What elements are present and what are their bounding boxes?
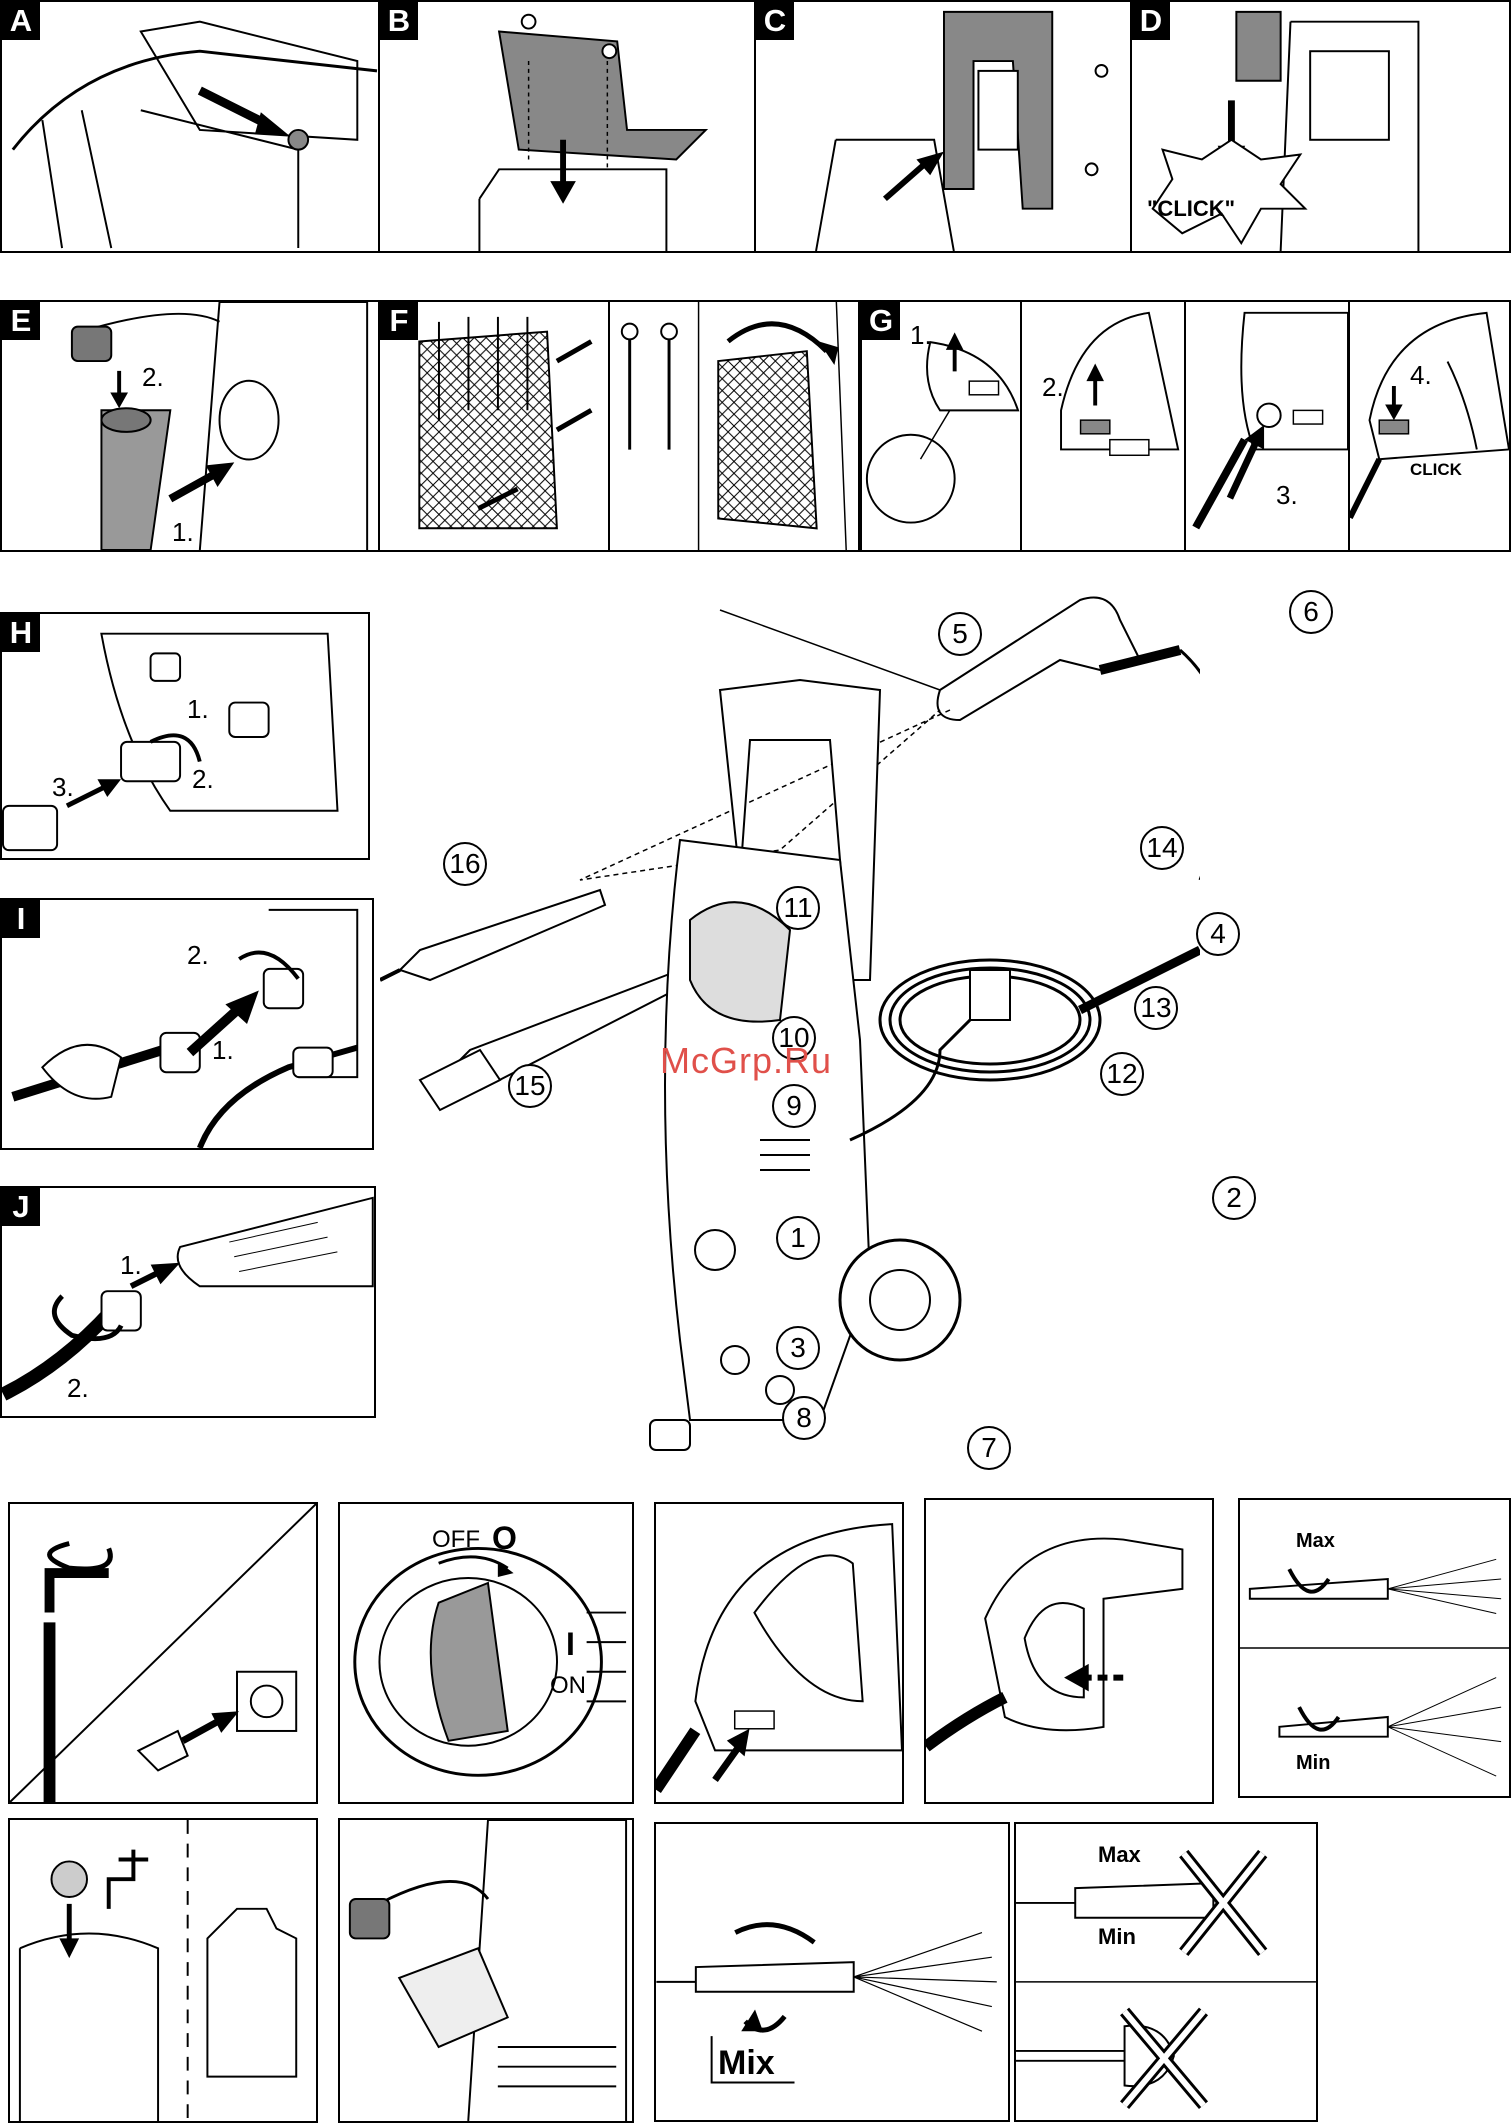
callout-16: 16 bbox=[443, 842, 487, 886]
panel-j-illustration bbox=[2, 1196, 374, 1401]
main-exploded-diagram bbox=[379, 580, 1228, 1480]
panel-g3: 3. bbox=[1184, 300, 1350, 552]
panel-b-illustration bbox=[478, 13, 709, 251]
step-g-4: 4. bbox=[1410, 360, 1432, 390]
click-label-g: CLICK bbox=[1410, 460, 1462, 479]
callout-4: 4 bbox=[1196, 912, 1240, 956]
panel-e-illustration bbox=[70, 302, 369, 550]
switch-off-symbol: O bbox=[492, 1520, 517, 1556]
step-e-1: 1. bbox=[172, 517, 194, 547]
panel-h-illustration bbox=[2, 632, 339, 852]
callout-12: 12 bbox=[1100, 1052, 1144, 1096]
panel-a: A bbox=[0, 0, 380, 253]
callout-3: 3 bbox=[776, 1326, 820, 1370]
panel-g2-illustration bbox=[1060, 311, 1180, 457]
callout-11: 11 bbox=[776, 886, 820, 930]
panel-lock-gun bbox=[654, 1502, 904, 1804]
callout-13: 13 bbox=[1134, 986, 1178, 1030]
panel-d-illustration bbox=[1151, 10, 1420, 251]
step-g-1: 1. bbox=[910, 320, 932, 350]
step-h-3: 3. bbox=[52, 772, 74, 802]
panel-letter-f: F bbox=[380, 302, 418, 340]
callout-8: 8 bbox=[782, 1396, 826, 1440]
callout-9: 9 bbox=[772, 1084, 816, 1128]
step-e-2: 2. bbox=[142, 362, 164, 392]
warning-max-label: Max bbox=[1098, 1842, 1141, 1867]
pressure-min-label-1: Min bbox=[1296, 1752, 1331, 1774]
panel-g-illustration bbox=[865, 332, 1020, 524]
pressure-washer-illustration bbox=[379, 596, 1228, 1451]
panel-h: H 1. 2. 3. bbox=[0, 612, 370, 860]
panel-letter-h: H bbox=[2, 614, 40, 652]
panel-letter-g: G bbox=[862, 302, 900, 340]
panel-e: E 1. 2. bbox=[0, 300, 380, 552]
panel-tap-plug bbox=[8, 1502, 318, 1804]
panel-i: I 1. 2. bbox=[0, 898, 374, 1150]
panel-mix-illustration bbox=[656, 1922, 997, 2084]
callout-14: 14 bbox=[1140, 826, 1184, 870]
panel-letter-c: C bbox=[756, 2, 794, 40]
panel-c: C bbox=[754, 0, 1132, 253]
panel-trigger bbox=[924, 1498, 1214, 1804]
panel-f2 bbox=[608, 300, 860, 552]
panel-letter-d: D bbox=[1132, 2, 1170, 40]
step-g-2: 2. bbox=[1042, 372, 1064, 402]
callout-15: 15 bbox=[508, 1064, 552, 1108]
callout-7: 7 bbox=[967, 1426, 1011, 1470]
callout-10: 10 bbox=[772, 1016, 816, 1060]
click-label-d: "CLICK" bbox=[1147, 196, 1236, 221]
step-i-2: 2. bbox=[187, 940, 209, 970]
panel-g4-illustration bbox=[1350, 311, 1509, 520]
panel-g2: 2. bbox=[1020, 300, 1186, 552]
panel-letter-e: E bbox=[2, 302, 40, 340]
step-j-1: 1. bbox=[120, 1250, 142, 1280]
step-h-2: 2. bbox=[192, 764, 214, 794]
panel-detergent-pour-illustration bbox=[348, 1820, 628, 2121]
panel-f: F bbox=[378, 300, 610, 552]
panel-b: B bbox=[378, 0, 756, 253]
panel-trigger-illustration bbox=[926, 1537, 1184, 1752]
panel-detergent-pour bbox=[338, 1818, 634, 2123]
panel-letter-j: J bbox=[2, 1188, 40, 1226]
callout-2: 2 bbox=[1212, 1176, 1256, 1220]
panel-switch: OFF O I ON bbox=[338, 1502, 634, 1804]
panel-j: J 1. 2. bbox=[0, 1186, 376, 1418]
panel-g3-illustration bbox=[1192, 311, 1348, 530]
switch-on-symbol: I bbox=[566, 1626, 575, 1662]
callout-1: 1 bbox=[776, 1216, 820, 1260]
step-j-2: 2. bbox=[67, 1373, 89, 1403]
panel-pressure-illustration bbox=[1240, 1558, 1509, 1777]
switch-on-label: ON bbox=[550, 1672, 586, 1699]
panel-g: G 1. bbox=[860, 300, 1022, 552]
step-h-1: 1. bbox=[187, 694, 209, 724]
panel-c-illustration bbox=[815, 10, 1109, 251]
pressure-max-label-1: Max bbox=[1296, 1530, 1335, 1552]
panel-tap-plug-illustration bbox=[10, 1504, 316, 1802]
panel-letter-b: B bbox=[380, 2, 418, 40]
panel-warnings-illustration bbox=[1016, 1849, 1316, 2110]
panel-mix: Mix bbox=[654, 1822, 1010, 2122]
panel-f2-illustration bbox=[620, 302, 847, 550]
panel-f-illustration bbox=[418, 316, 593, 530]
callout-5: 5 bbox=[938, 612, 982, 656]
panel-i-illustration bbox=[11, 908, 359, 1148]
callout-6: 6 bbox=[1289, 590, 1333, 634]
panel-detergent-fill-illustration bbox=[18, 1820, 298, 2121]
panel-g4: 4. CLICK bbox=[1348, 300, 1511, 552]
panel-letter-a: A bbox=[2, 2, 40, 40]
switch-off-label: OFF bbox=[432, 1526, 480, 1553]
mix-label: Mix bbox=[718, 2044, 775, 2082]
panel-detergent-fill bbox=[8, 1818, 318, 2123]
step-i-1: 1. bbox=[212, 1035, 234, 1065]
warning-min-label: Min bbox=[1098, 1924, 1136, 1949]
panel-lock-gun-illustration bbox=[656, 1523, 902, 1794]
panel-d: D "CLICK" bbox=[1130, 0, 1511, 253]
watermark: McGrp.Ru bbox=[660, 1040, 833, 1081]
panel-pressure: Max Min bbox=[1238, 1498, 1511, 1798]
panel-warnings: Max Min bbox=[1014, 1822, 1318, 2122]
step-g-3: 3. bbox=[1276, 480, 1298, 510]
panel-letter-i: I bbox=[2, 900, 40, 938]
panel-switch-illustration bbox=[353, 1546, 627, 1777]
panel-a-illustration bbox=[11, 20, 378, 249]
